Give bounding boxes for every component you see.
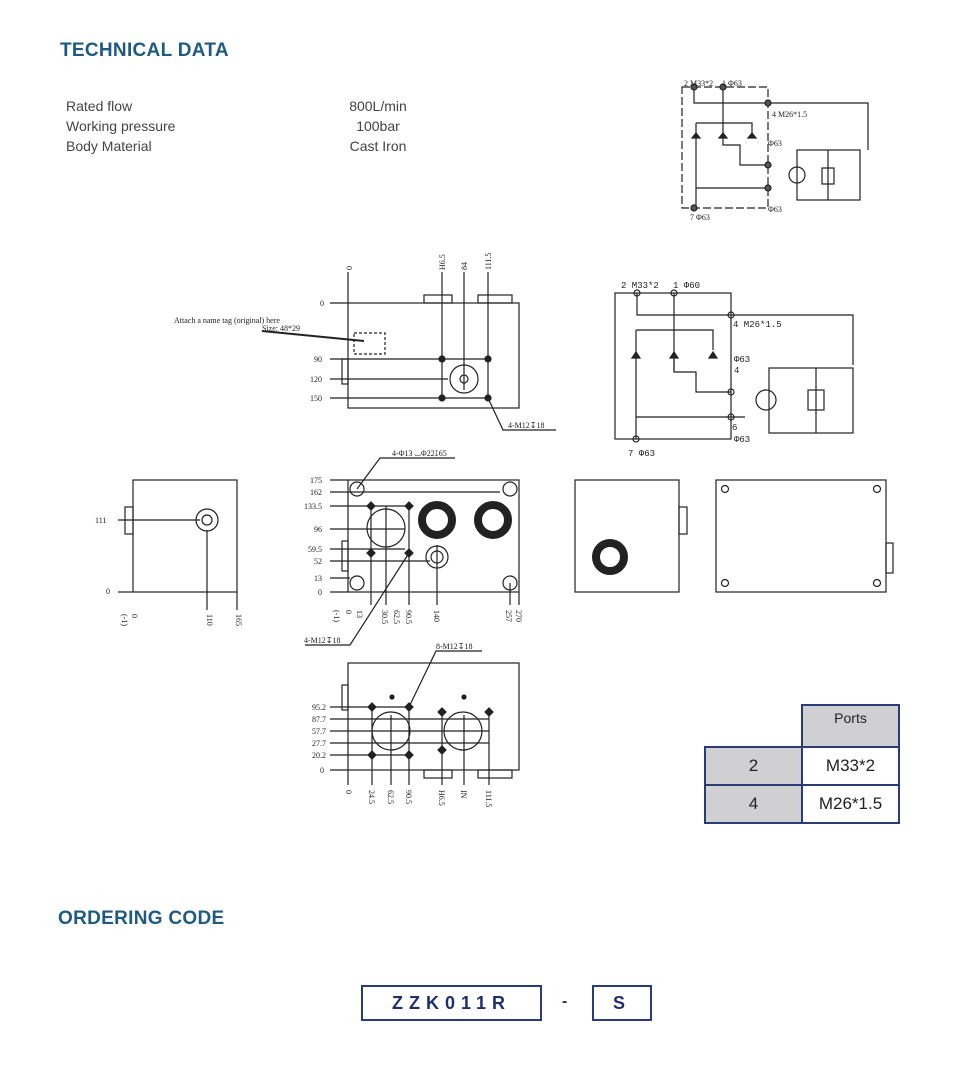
ports-table: Ports 2 M33*2 4 M26*1.5 — [704, 704, 900, 824]
port-number: 2 — [704, 746, 803, 786]
dim-label: 150 — [310, 394, 322, 403]
nameplate-size: Size: 48*29 — [262, 324, 300, 333]
port-number: 4 — [704, 784, 803, 824]
port-label: 7 Φ63 — [628, 449, 655, 459]
dim-label: 90.5 — [404, 610, 413, 624]
table-row: 2 M33*2 — [704, 746, 900, 786]
dim-label: 90.5 — [404, 790, 413, 804]
dim-label: 257 — [504, 610, 513, 622]
dim-label: 59.5 — [308, 545, 322, 554]
dim-label: 120 — [310, 375, 322, 384]
spec-value: 100bar — [356, 118, 400, 134]
dim-label: 0 — [344, 610, 353, 614]
dim-label: 62.5 — [392, 610, 401, 624]
port-label: Φ63 — [734, 355, 750, 365]
dim-label: 0 — [320, 299, 324, 308]
top-plate-drawing — [715, 479, 894, 593]
empty-cell — [705, 705, 802, 747]
dim-label: 52 — [314, 557, 322, 566]
dim-label: 13 — [355, 610, 364, 618]
thread-note: 8-M12↧18 — [436, 642, 472, 651]
dim-label: 0 — [318, 588, 322, 597]
dim-label: 162 — [310, 488, 322, 497]
dim-label: 57.7 — [312, 727, 326, 736]
dim-label: 110 — [205, 614, 214, 626]
nameplate-note: Attach a name tag (original) here — [174, 316, 280, 325]
front-view-drawing: Attach a name tag (original) here Size: … — [174, 253, 556, 431]
ports-header: Ports — [801, 704, 900, 748]
spec-label: Working pressure — [66, 118, 176, 134]
port-label: Φ63 — [768, 205, 782, 214]
port-label: 1 Φ60 — [673, 281, 700, 291]
port-label: 7 Φ63 — [690, 213, 710, 222]
port-label: Φ63 — [768, 139, 782, 148]
side-view-drawing: 111 0 (-1) 0 110 165 — [95, 479, 243, 626]
hydraulic-schematic-small: 2 M33*2 1 Φ63 4 M26*1.5 Φ63 Φ63 7 Φ63 — [681, 79, 869, 222]
thread-note: 4-M12↧18 — [508, 421, 544, 430]
port-label: 4 — [734, 366, 739, 376]
dim-label: H6.5 — [438, 254, 447, 270]
model-code-box: ZZK011R — [361, 985, 542, 1021]
spec-label: Rated flow — [66, 98, 133, 114]
dim-label: 95.2 — [312, 703, 326, 712]
face-view-drawing: 4-Φ13 ⌴Φ22↧65 4-M12↧18 175 162 133.5 96 … — [304, 449, 523, 646]
dim-label: 111.5 — [484, 790, 493, 807]
dim-label: 84 — [460, 262, 469, 270]
dim-label: 0 — [344, 790, 353, 794]
port-label: 4 M26*1.5 — [772, 110, 807, 119]
code-separator: - — [562, 993, 568, 1010]
dim-label: 111.5 — [484, 253, 493, 270]
dim-label: (-1) — [332, 610, 341, 622]
spec-label: Body Material — [66, 138, 152, 154]
technical-data-heading: TECHNICAL DATA — [60, 40, 229, 61]
suffix-code-box: S — [592, 985, 652, 1021]
port-label: 2 M33*2 — [621, 281, 659, 291]
dim-label: 133.5 — [304, 502, 322, 511]
dim-label: IN — [459, 790, 468, 799]
dim-label: 0 — [106, 587, 110, 596]
dim-label: 30.5 — [380, 610, 389, 624]
port-label: 1 Φ63 — [722, 79, 742, 88]
dim-label: 96 — [314, 525, 322, 534]
dim-label: 20.2 — [312, 751, 326, 760]
port-thread: M26*1.5 — [801, 784, 900, 824]
port-label: 2 M33*2 — [684, 79, 713, 88]
dim-label: 175 — [310, 476, 322, 485]
hole-note: 4-Φ13 ⌴Φ22↧65 — [392, 449, 447, 458]
dim-label: 270 — [514, 610, 523, 622]
bottom-view-drawing: 8-M12↧18 95.2 87.7 57.7 27.7 20.2 0 0 24… — [312, 642, 520, 807]
ordering-code-heading: ORDERING CODE — [58, 908, 225, 929]
port-label: Φ63 — [734, 435, 750, 445]
dim-label: 13 — [314, 574, 322, 583]
port-label: 4 M26*1.5 — [733, 320, 782, 330]
dim-label: 87.7 — [312, 715, 326, 724]
hydraulic-schematic-large: 2 M33*2 1 Φ60 4 M26*1.5 Φ63 4 6 Φ63 7 Φ6… — [614, 281, 854, 459]
dim-label: (-1) — [120, 614, 129, 626]
rear-view-drawing — [574, 479, 688, 593]
dim-label: 165 — [234, 614, 243, 626]
dim-label: 111 — [95, 516, 106, 525]
spec-value: 800L/min — [349, 98, 407, 114]
dim-label: 0 — [130, 614, 139, 618]
table-row: 4 M26*1.5 — [704, 784, 900, 824]
dim-label: 27.7 — [312, 739, 326, 748]
dim-label: H6.5 — [437, 790, 446, 806]
dim-label: 0 — [345, 266, 354, 270]
dim-label: 90 — [314, 355, 322, 364]
thread-note: 4-M12↧18 — [304, 636, 340, 645]
port-thread: M33*2 — [801, 746, 900, 786]
dim-label: 140 — [432, 610, 441, 622]
dim-label: 62.5 — [386, 790, 395, 804]
port-label: 6 — [732, 423, 737, 433]
dim-label: 0 — [320, 766, 324, 775]
dim-label: 24.5 — [367, 790, 376, 804]
spec-value: Cast Iron — [349, 138, 407, 154]
